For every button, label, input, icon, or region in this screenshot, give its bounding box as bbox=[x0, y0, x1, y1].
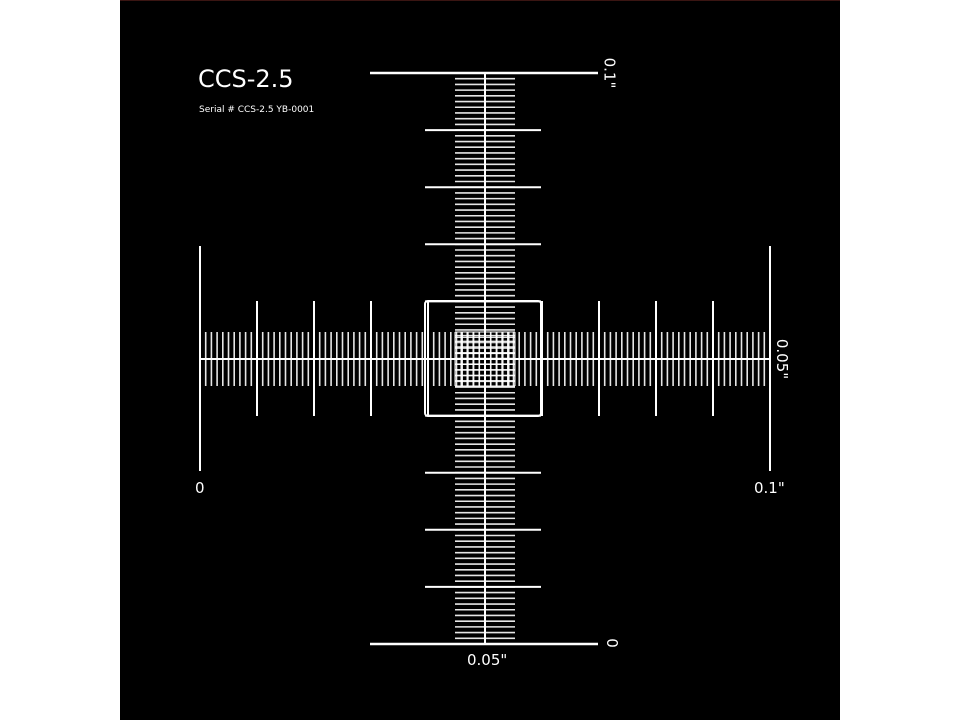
h-scale-mid-label: 0.05" bbox=[773, 338, 792, 380]
h-scale-start-label: 0 bbox=[195, 479, 205, 497]
calibration-slide: CCS-2.5 Serial # CCS-2.5 YB-0001 0 0.1" … bbox=[120, 0, 840, 720]
serial-number: Serial # CCS-2.5 YB-0001 bbox=[199, 105, 315, 115]
v-scale-bottom-label: 0 bbox=[602, 638, 621, 648]
v-scale-mid-label: 0.05" bbox=[467, 651, 508, 669]
h-scale-end-label: 0.1" bbox=[754, 479, 785, 497]
v-scale-top-label: 0.1" bbox=[600, 57, 619, 89]
center-box bbox=[424, 300, 542, 417]
crosshair-reticle bbox=[199, 71, 771, 646]
slide-title: CCS-2.5 bbox=[198, 65, 294, 93]
